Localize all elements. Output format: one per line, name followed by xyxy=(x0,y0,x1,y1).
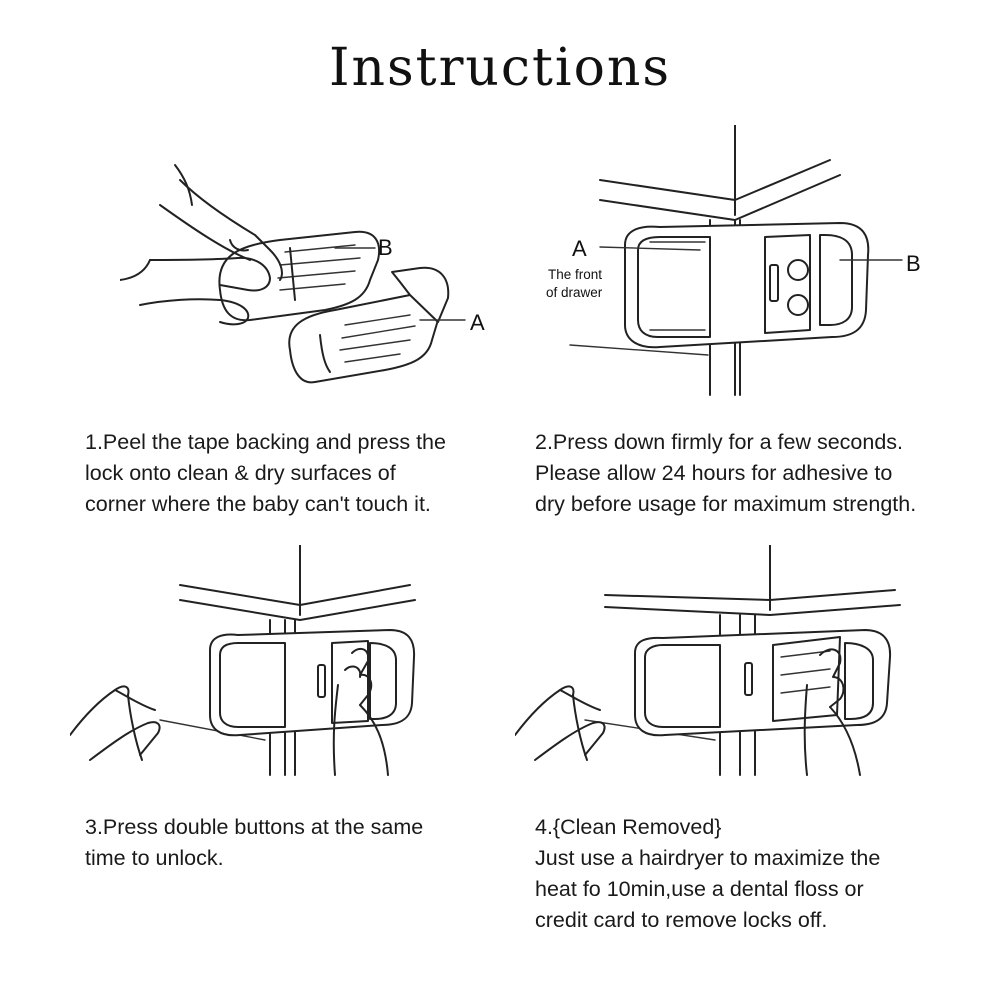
page-title: Instructions xyxy=(328,38,672,98)
step-3-line-1: 3.Press double buttons at the same xyxy=(85,815,424,839)
label-b: B xyxy=(378,235,393,260)
step-4-line-1: 4.{Clean Removed} xyxy=(535,815,722,839)
step-1-line-2: lock onto clean & dry surfaces of xyxy=(85,461,396,485)
label-front-of-drawer-line-1: The front xyxy=(548,267,602,282)
step-2-text: 2.Press down firmly for a few seconds. P… xyxy=(535,427,916,520)
label-front-of-drawer-line-2: of drawer xyxy=(546,285,603,300)
step-3-illustration xyxy=(70,545,480,785)
step-4-line-3: heat fo 10min,use a dental floss or xyxy=(535,877,864,901)
label-a: A xyxy=(572,236,587,261)
label-a: A xyxy=(470,310,485,335)
step-1-text: 1.Peel the tape backing and press the lo… xyxy=(85,427,446,520)
step-2-line-3: dry before usage for maximum strength. xyxy=(535,492,917,516)
step-4-illustration xyxy=(515,545,925,785)
step-4-line-4: credit card to remove locks off. xyxy=(535,908,828,932)
step-1-line-1: 1.Peel the tape backing and press the xyxy=(85,430,446,454)
step-2-line-2: Please allow 24 hours for adhesive to xyxy=(535,461,893,485)
step-4-line-2: Just use a hairdryer to maximize the xyxy=(535,846,881,870)
step-1-illustration: B A xyxy=(120,160,520,410)
label-b: B xyxy=(906,251,921,276)
step-3-line-2: time to unlock. xyxy=(85,846,224,870)
step-3-text: 3.Press double buttons at the same time … xyxy=(85,812,423,874)
step-2-illustration: A B The front of drawer xyxy=(540,125,960,405)
step-4-text: 4.{Clean Removed} Just use a hairdryer t… xyxy=(535,812,880,936)
step-2-line-1: 2.Press down firmly for a few seconds. xyxy=(535,430,904,454)
step-1-line-3: corner where the baby can't touch it. xyxy=(85,492,431,516)
